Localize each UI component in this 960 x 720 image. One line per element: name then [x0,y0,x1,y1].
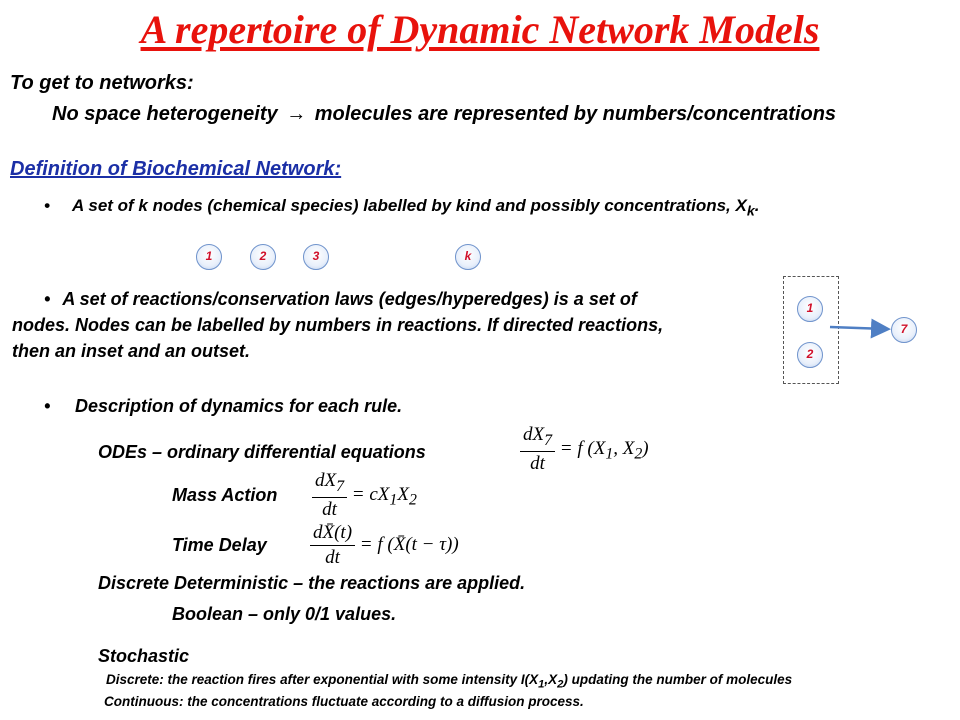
boolean-label: Boolean – only 0/1 values. [172,604,397,624]
stochastic-continuous: Continuous: the concentrations fluctuate… [104,694,584,709]
bullet-marker-1: • [44,196,50,215]
stoch-mid: ,X [544,672,558,687]
species-node-k: k [455,244,481,270]
ode-num: dX [523,424,545,445]
ode-rhs-sub2: 2 [634,445,643,463]
reaction-output-node-7: 7 [891,317,917,343]
bullet-3: Description of dynamics for each rule. [75,396,403,416]
stochastic-discrete: Discrete: the reaction fires after expon… [106,672,792,691]
species-node-3: 3 [303,244,329,270]
reaction-input-node-2: 2 [797,342,823,368]
delay-rhs: = f (X̄(t − τ)) [359,533,459,555]
stoch-discrete-pre: Discrete: the reaction fires after expon… [106,672,539,687]
ode-num-sub: 7 [544,431,553,449]
species-node-2: 2 [250,244,276,270]
ode-rhs: = f (X [559,437,606,459]
bullet-2: •A set of reactions/conservation laws (e… [12,286,692,364]
definition-heading: Definition of Biochemical Network: [10,158,342,180]
bullet-marker-2: • [44,289,51,309]
stochastic-label: Stochastic [98,646,190,666]
bullet-1-end: . [754,196,760,215]
stoch-sub1: 1 [538,678,545,691]
time-delay-label: Time Delay [172,535,267,555]
mass-action-label: Mass Action [172,485,278,505]
stoch-discrete-post: ) updating the number of molecules [563,672,793,687]
mass-rhs: = cX [351,483,390,505]
mass-rhs-sub1: 1 [389,491,398,509]
reaction-input-node-1: 1 [797,296,823,322]
bullet-marker-3: • [44,396,51,416]
species-node-1: 1 [196,244,222,270]
intro-line-1: To get to networks: [10,72,194,94]
mass-rhs-mid: X [397,483,409,505]
mass-rhs-sub2: 2 [408,491,417,509]
mass-den: dt [312,496,348,521]
intro-line-2-pre: No space heterogeneity [52,103,278,125]
time-delay-equation: dX̄(t)dt = f (X̄(t − τ)) [310,522,459,569]
ode-rhs-sub1: 1 [605,445,614,463]
intro-line-2-post: molecules are represented by numbers/con… [314,103,837,125]
bullet-1-text: A set of k nodes (chemical species) labe… [72,196,747,215]
page-title: A repertoire of Dynamic Network Models [140,7,820,52]
mass-num: dX [315,470,337,491]
delay-den: dt [310,545,356,569]
mass-num-sub: 7 [336,477,345,495]
delay-num: dX̄(t) [313,522,353,543]
ode-rhs-end: ) [642,437,649,459]
bullet-1-sub: k [746,203,755,220]
ode-rhs-mid: , X [613,437,635,459]
stoch-sub2: 2 [557,678,564,691]
right-arrow-icon: → [286,103,307,125]
bullet-1: A set of k nodes (chemical species) labe… [72,196,759,219]
ode-den: dt [520,450,556,475]
odes-label: ODEs – ordinary differential equations [98,442,426,462]
discrete-deterministic: Discrete Deterministic – the reactions a… [98,573,526,593]
reaction-inset-box [783,276,839,384]
reaction-arrow [829,318,891,339]
bullet-2-text: A set of reactions/conservation laws (ed… [12,289,664,361]
intro-line-2: No space heterogeneity → molecules are r… [52,103,836,126]
